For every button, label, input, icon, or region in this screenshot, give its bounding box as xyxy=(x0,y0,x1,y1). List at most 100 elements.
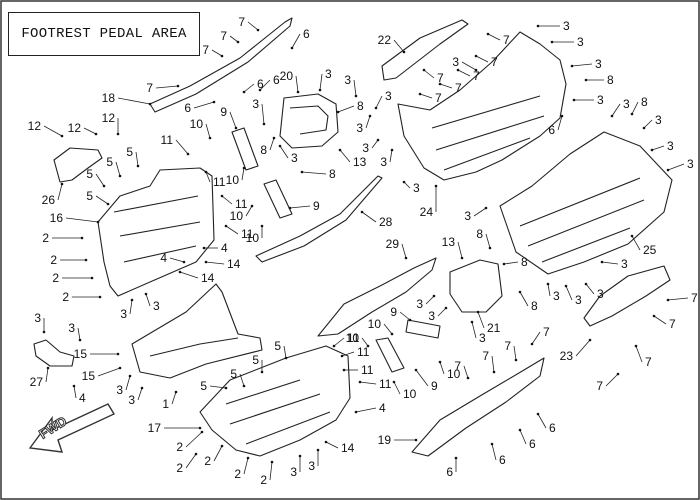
part-floor-24 xyxy=(397,31,567,181)
leader-dot-c4a xyxy=(202,246,206,250)
leader-dot-c8b xyxy=(272,136,276,140)
leader-dot-c7p xyxy=(492,370,496,374)
leader-dot-c10h xyxy=(438,360,442,364)
leader-line-c3ag xyxy=(471,321,477,339)
leader-dot-c11e xyxy=(332,344,336,348)
leader-dot-c3r xyxy=(666,168,670,172)
leader-dot-c6g xyxy=(490,442,494,446)
leader-line-c7j xyxy=(667,297,689,301)
callout-c17: 17 xyxy=(148,421,162,435)
callout-c16: 16 xyxy=(50,211,64,225)
leader-line-c6g xyxy=(491,443,497,461)
leader-dot-c13b xyxy=(460,256,464,260)
leader-line-c10g xyxy=(393,381,401,395)
leader-dot-c7k xyxy=(652,314,656,318)
leader-dot-c11c xyxy=(220,194,224,198)
leader-line-c3j xyxy=(389,149,393,163)
part-rail-top xyxy=(149,17,293,113)
callout-c2f: 2 xyxy=(204,454,211,468)
leader-dot-c3m xyxy=(570,64,574,68)
leader-line-c3l xyxy=(473,207,487,217)
part-foot-peg-right-2 xyxy=(375,337,405,373)
leader-line-c10a xyxy=(205,123,211,139)
callout-c5c: 5 xyxy=(126,145,133,159)
leader-dot-c8h xyxy=(518,290,522,294)
callout-c6f: 6 xyxy=(446,465,453,479)
part-trim-23 xyxy=(583,265,671,327)
leader-line-c7a xyxy=(247,21,259,31)
leader-line-c3d xyxy=(353,79,357,97)
leader-dot-c2e xyxy=(200,430,204,434)
leader-dot-c9c xyxy=(408,318,412,322)
part-floor-17-ribs xyxy=(225,379,331,445)
part-floor-24-ribs xyxy=(431,95,545,171)
part-side-trim-29 xyxy=(317,257,437,337)
leader-dot-c21 xyxy=(476,310,480,314)
callout-c3v: 3 xyxy=(597,287,604,301)
leader-dot-c3t xyxy=(564,284,568,288)
callout-c5e: 5 xyxy=(200,379,207,393)
callout-c11h: 11 xyxy=(379,377,392,391)
callout-c13b: 13 xyxy=(442,235,456,249)
callout-c3g: 3 xyxy=(252,97,259,111)
callout-c3af: 3 xyxy=(428,309,435,323)
leader-line-c21 xyxy=(477,311,485,329)
callout-c3o: 3 xyxy=(623,97,630,111)
callout-c3u: 3 xyxy=(553,289,560,303)
leader-line-c3aa xyxy=(125,375,131,391)
part-bracket-26 xyxy=(53,147,103,183)
leader-dot-c6d xyxy=(212,100,216,104)
callout-c11d: 11 xyxy=(241,227,254,241)
callout-c11f: 11 xyxy=(357,345,370,359)
leader-dot-c6a xyxy=(290,46,294,50)
leader-dot-c2d xyxy=(98,295,102,299)
leader-dot-c8g xyxy=(502,262,506,266)
leader-dot-c8d xyxy=(584,78,588,82)
callout-c6d: 6 xyxy=(184,101,191,115)
leader-dot-c11g xyxy=(342,368,346,372)
callout-c10c: 10 xyxy=(230,209,244,223)
leader-dot-c3j xyxy=(390,148,394,152)
leader-dot-c3v xyxy=(584,282,588,286)
leader-line-c2g xyxy=(243,457,249,475)
callout-c3z: 3 xyxy=(68,321,75,335)
callout-c3ae: 3 xyxy=(416,297,423,311)
leader-line-c5c xyxy=(135,151,139,167)
leader-dot-c7r xyxy=(422,68,426,72)
leader-dot-c3n xyxy=(572,98,576,102)
leader-dot-c8f xyxy=(488,246,492,250)
leader-dot-c13a xyxy=(338,148,342,152)
callout-c6h: 6 xyxy=(529,437,536,451)
leader-dot-c10d xyxy=(260,224,264,228)
leader-dot-c2c xyxy=(90,276,94,280)
leader-line-c15b xyxy=(97,367,121,377)
leader-dot-c3b xyxy=(550,40,554,44)
leader-line-c6h xyxy=(519,429,527,445)
leader-line-c12b xyxy=(83,127,97,135)
leader-line-c4d xyxy=(355,407,377,413)
leader-line-c3m xyxy=(571,63,593,67)
callout-c7n: 7 xyxy=(543,325,550,339)
leader-line-c7m xyxy=(605,373,619,387)
leader-line-c3af xyxy=(437,307,447,317)
callout-c4a: 4 xyxy=(221,241,228,255)
leader-dot-c3x xyxy=(144,292,148,296)
callout-c6c: 6 xyxy=(257,77,264,91)
leader-dot-c19 xyxy=(414,438,418,442)
callout-c12b: 12 xyxy=(68,121,82,135)
callout-c3f: 3 xyxy=(356,121,363,135)
leader-line-c3s xyxy=(601,261,619,265)
callout-c10d: 10 xyxy=(246,231,260,245)
callout-c8b: 8 xyxy=(260,143,267,157)
leader-line-c4b xyxy=(169,257,185,263)
leader-dot-c22 xyxy=(402,50,406,54)
leader-line-c12a xyxy=(43,125,63,137)
callout-c14b: 14 xyxy=(201,271,215,285)
callout-c5h: 5 xyxy=(274,339,281,353)
leader-dot-c10g xyxy=(392,380,396,384)
leader-dot-c6b xyxy=(258,88,262,92)
leader-dot-c4d xyxy=(354,410,358,414)
leader-dot-c4b xyxy=(182,260,186,264)
leader-dot-c5b xyxy=(118,174,122,178)
